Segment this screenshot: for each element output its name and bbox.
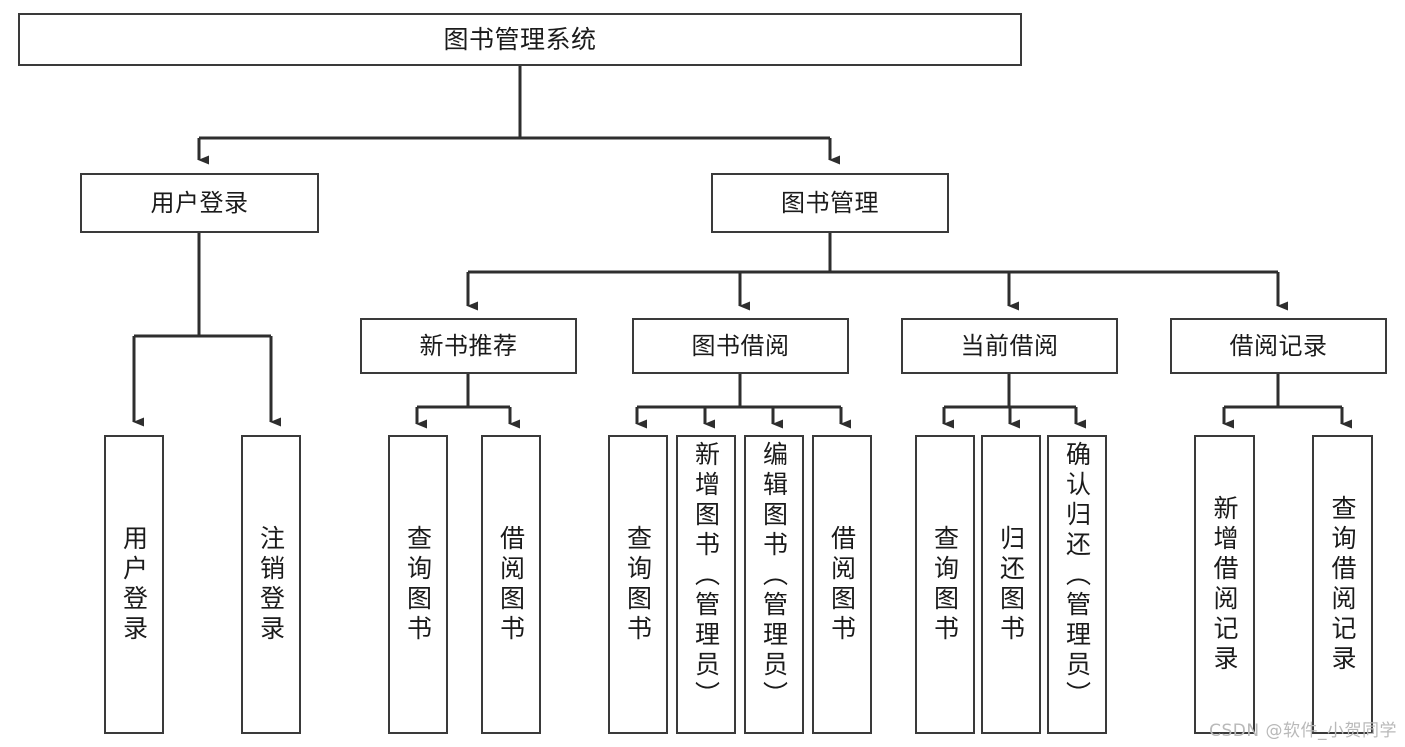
node-label: 图书管理 xyxy=(781,188,879,217)
node-label: 查询图书 xyxy=(930,524,960,645)
node-leaf-edit-book-admin[interactable]: 编辑图书（管理员） xyxy=(744,435,804,734)
node-book-management[interactable]: 图书管理 xyxy=(711,173,949,233)
node-leaf-borrow-book-recommend[interactable]: 借阅图书 xyxy=(481,435,541,734)
node-label: 查询借阅记录 xyxy=(1328,494,1357,675)
node-label: 注销登录 xyxy=(256,524,286,645)
node-leaf-confirm-return-admin[interactable]: 确认归还（管理员） xyxy=(1047,435,1107,734)
node-label: 新增图书（管理员） xyxy=(691,441,721,711)
csdn-watermark: CSDN @软件_小贺同学 xyxy=(1209,721,1397,741)
node-leaf-user-login[interactable]: 用户登录 xyxy=(104,435,164,734)
node-leaf-add-book-admin[interactable]: 新增图书（管理员） xyxy=(676,435,736,734)
node-leaf-query-book-recommend[interactable]: 查询图书 xyxy=(388,435,448,734)
node-root-book-management-system[interactable]: 图书管理系统 xyxy=(18,13,1022,66)
node-label: 查询图书 xyxy=(403,524,433,645)
node-label: 借阅记录 xyxy=(1229,331,1328,360)
node-label: 用户登录 xyxy=(119,524,149,645)
node-label: 查询图书 xyxy=(623,524,653,645)
node-leaf-return-book[interactable]: 归还图书 xyxy=(981,435,1041,734)
node-leaf-borrow-book[interactable]: 借阅图书 xyxy=(812,435,872,734)
node-label: 借阅图书 xyxy=(496,524,526,645)
node-book-borrow[interactable]: 图书借阅 xyxy=(632,318,849,374)
node-label: 确认归还（管理员） xyxy=(1062,441,1092,711)
node-new-book-recommend[interactable]: 新书推荐 xyxy=(360,318,577,374)
node-label: 图书管理系统 xyxy=(443,24,597,54)
node-label: 编辑图书（管理员） xyxy=(759,441,789,711)
node-label: 图书借阅 xyxy=(691,331,790,360)
node-label: 借阅图书 xyxy=(827,524,857,645)
node-borrow-record[interactable]: 借阅记录 xyxy=(1170,318,1387,374)
node-label: 归还图书 xyxy=(996,524,1026,645)
node-user-login[interactable]: 用户登录 xyxy=(80,173,319,233)
node-label: 新增借阅记录 xyxy=(1210,494,1239,675)
node-current-borrow[interactable]: 当前借阅 xyxy=(901,318,1118,374)
node-label: 当前借阅 xyxy=(960,331,1059,360)
node-label: 用户登录 xyxy=(150,188,249,217)
node-leaf-logout-login[interactable]: 注销登录 xyxy=(241,435,301,734)
node-leaf-query-borrow-record[interactable]: 查询借阅记录 xyxy=(1312,435,1373,734)
node-label: 新书推荐 xyxy=(419,331,518,360)
node-leaf-query-book-borrow[interactable]: 查询图书 xyxy=(608,435,668,734)
node-leaf-query-book-current[interactable]: 查询图书 xyxy=(915,435,975,734)
node-leaf-add-borrow-record[interactable]: 新增借阅记录 xyxy=(1194,435,1255,734)
